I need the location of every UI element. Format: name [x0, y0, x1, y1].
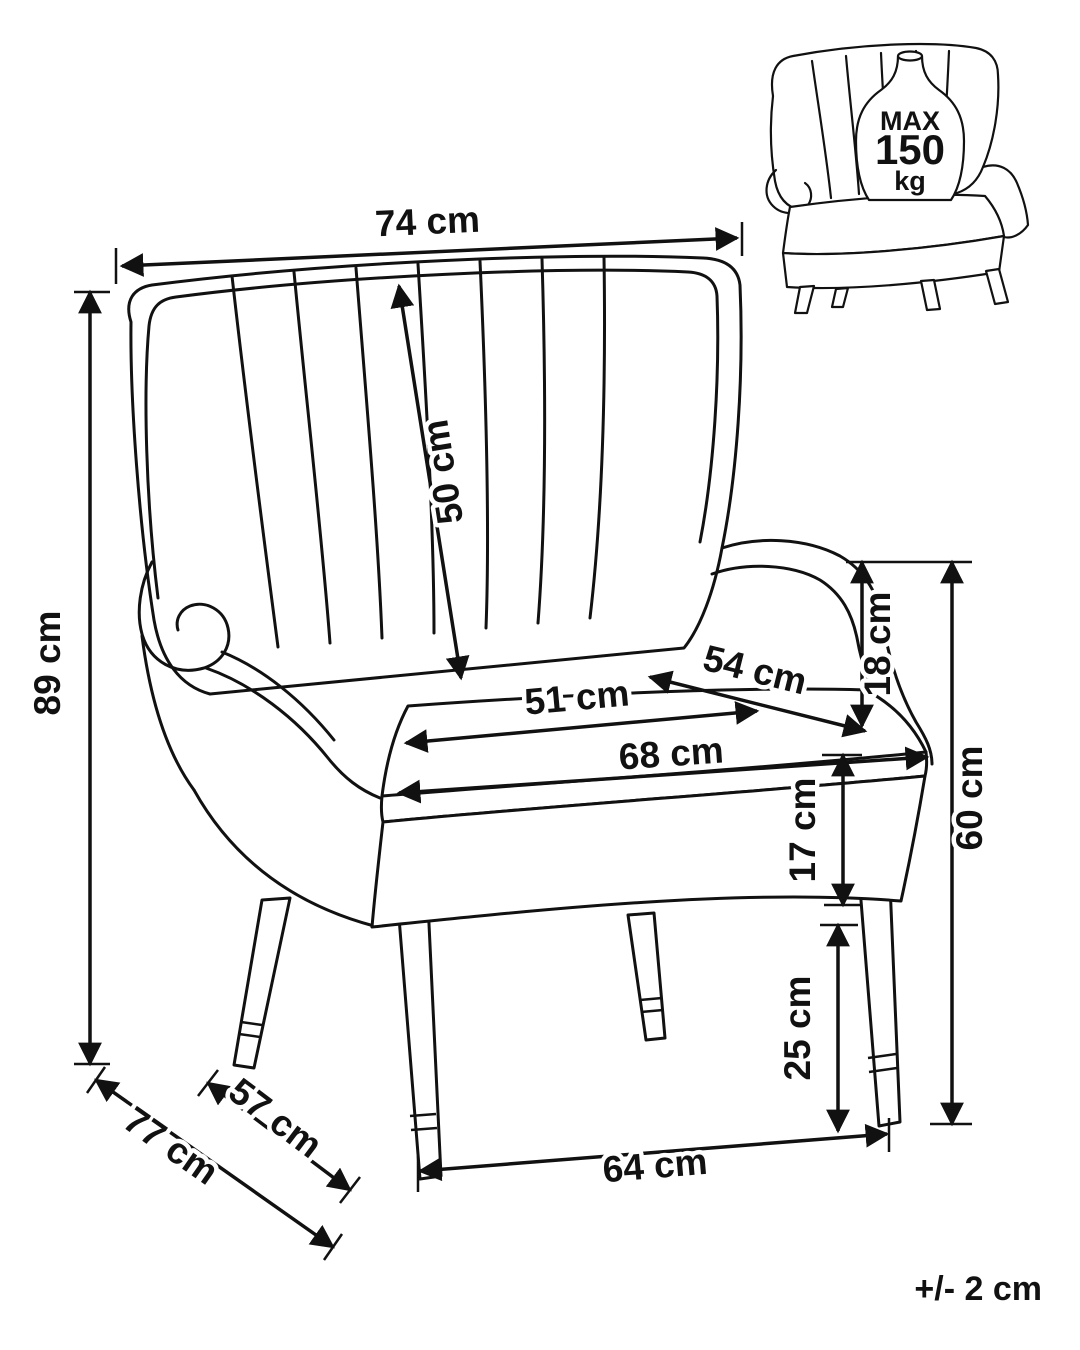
- tufting-line: [536, 257, 547, 625]
- left-arm-piping: [220, 650, 336, 742]
- dim-label-base-depth: 57 cm: [221, 1070, 329, 1166]
- dim-label-armrest-above-seat: 18 cm: [857, 592, 898, 697]
- dim-armrest-above-seat: 18 cm: [850, 559, 903, 729]
- left-arm-scroll: [137, 560, 231, 672]
- dim-overall-depth: 77 cm: [94, 1078, 335, 1249]
- leg-back-left: [232, 896, 292, 1070]
- tufting-line: [230, 274, 280, 649]
- left-arm-top: [204, 666, 382, 800]
- weight-value-label: 150: [875, 126, 945, 173]
- weight-max-label: MAX: [880, 106, 940, 136]
- mini-leg: [830, 286, 850, 309]
- dim-overall-width: 74 cm: [119, 194, 740, 277]
- dim-base-height: 17 cm: [778, 752, 855, 908]
- tufting-line: [588, 255, 606, 620]
- dim-label-leg-span-width: 64 cm: [601, 1141, 709, 1191]
- tufting-line: [354, 266, 384, 640]
- leg-front-right: [858, 882, 902, 1128]
- dim-arrow: [390, 283, 470, 681]
- mini-leg: [793, 284, 816, 315]
- tufting-line: [478, 259, 490, 630]
- left-arm-front: [140, 634, 196, 792]
- dim-label-armrest-floor-height: 60 cm: [949, 746, 990, 851]
- dim-label-seat-front-width: 68 cm: [617, 730, 724, 778]
- tolerance-note: +/- 2 cm: [914, 1270, 1042, 1308]
- mini-tufting-line: [810, 59, 833, 200]
- dim-armrest-floor-height: 60 cm: [940, 559, 995, 1127]
- dim-arrow: [403, 701, 760, 753]
- body-lower-left-edge: [192, 788, 376, 928]
- right-arm-outer: [720, 538, 934, 766]
- dim-label-base-height: 17 cm: [782, 778, 823, 883]
- mini-leg: [984, 267, 1010, 306]
- leg-front-left: [396, 901, 443, 1181]
- weight-capacity-inset: MAX 150 kg: [765, 42, 1030, 315]
- dim-label-overall-height: 89 cm: [27, 611, 68, 716]
- tufting-line: [292, 270, 332, 645]
- mini-tufting-line: [844, 54, 861, 196]
- leg-back-right: [626, 911, 667, 1042]
- mini-right-arm: [981, 164, 1030, 239]
- weight-unit-label: kg: [894, 166, 926, 196]
- weight-icon-rim: [896, 50, 924, 62]
- mini-leg: [919, 278, 942, 312]
- dim-arrow: [119, 227, 740, 277]
- weight-icon: [854, 54, 966, 202]
- dim-leg-height: 25 cm: [773, 922, 850, 1134]
- dim-arrow: [417, 1123, 890, 1182]
- dim-label-overall-depth: 77 cm: [116, 1099, 225, 1193]
- dim-label-overall-width: 74 cm: [374, 199, 481, 245]
- dim-overall-height: 89 cm: [23, 289, 102, 1067]
- dim-seat-front-width: 68 cm: [396, 725, 930, 804]
- dim-label-leg-height: 25 cm: [777, 976, 818, 1081]
- dim-leg-span-width: 64 cm: [417, 1123, 890, 1195]
- dim-arrow: [94, 1078, 335, 1249]
